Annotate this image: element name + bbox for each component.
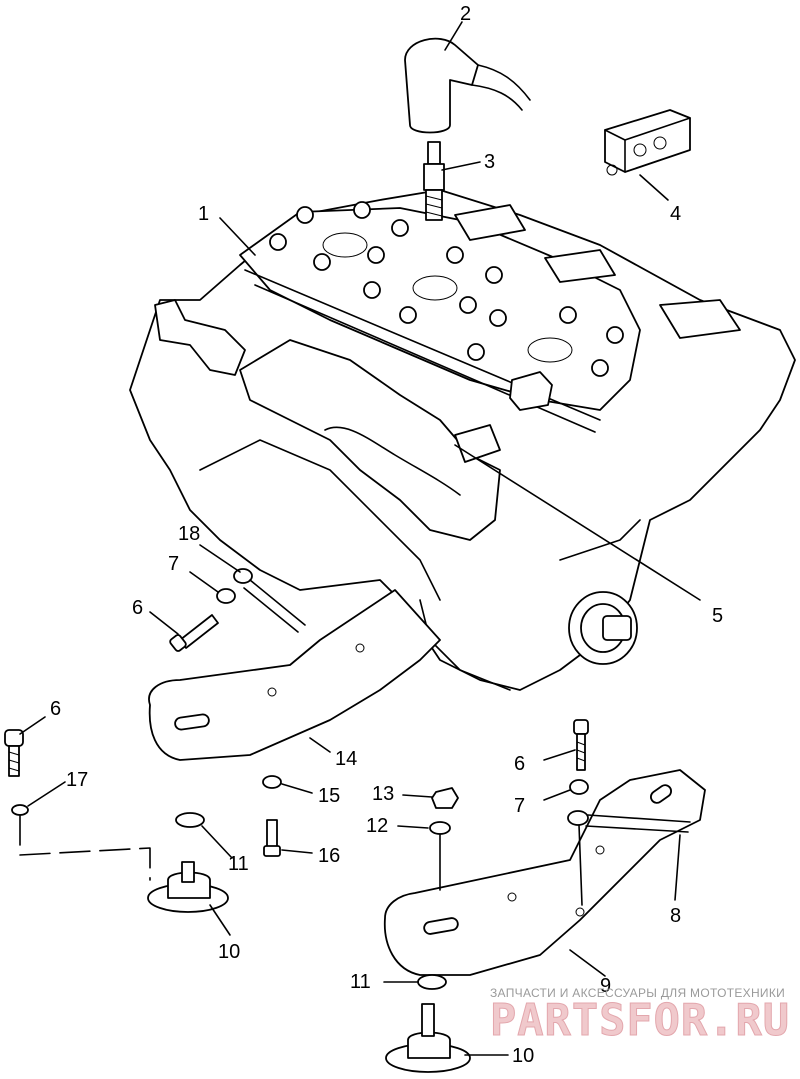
callout-7-right: 7 xyxy=(514,795,525,817)
washer-7-upper xyxy=(216,588,236,604)
washer-12 xyxy=(429,821,451,835)
bolt-16 xyxy=(263,819,281,857)
bolt-6-upper xyxy=(169,614,219,652)
callout-6-right: 6 xyxy=(514,753,525,775)
callout-2: 2 xyxy=(460,3,471,25)
washer-17 xyxy=(11,804,29,816)
watermark-caption: ЗАПЧАСТИ И АКСЕССУАРЫ ДЛЯ МОТОТЕХНИКИ xyxy=(490,986,785,1000)
rubber-mount-10-left xyxy=(147,861,229,913)
callout-4: 4 xyxy=(670,203,681,225)
callout-11-left: 11 xyxy=(228,853,249,875)
callout-16: 16 xyxy=(318,845,340,867)
engine-block xyxy=(129,189,796,691)
callout-1: 1 xyxy=(198,203,209,225)
callout-15: 15 xyxy=(318,785,340,807)
callout-14: 14 xyxy=(335,748,357,770)
callout-11-right: 11 xyxy=(350,971,371,993)
spark-plug-cap xyxy=(404,37,531,134)
callout-6-upper: 6 xyxy=(132,597,143,619)
left-mount-plate xyxy=(148,589,441,761)
bolt-6-right xyxy=(573,719,589,771)
washer-11-left xyxy=(175,812,205,828)
watermark-brand: PARTSFOR.RU xyxy=(490,995,790,1046)
callout-8: 8 xyxy=(670,905,681,927)
spark-plug xyxy=(423,141,445,221)
ground-strap-8 xyxy=(567,810,691,906)
callout-7-upper: 7 xyxy=(168,553,179,575)
washer-7-right xyxy=(569,779,589,795)
leader-lines xyxy=(19,21,701,1056)
washer-15 xyxy=(262,775,282,789)
callout-18: 18 xyxy=(178,523,200,545)
callout-labels: 1 2 3 4 5 6 6 6 7 7 8 9 10 10 11 11 12 1… xyxy=(50,3,723,1067)
ground-strap-18 xyxy=(233,568,306,633)
watermark: ЗАПЧАСТИ И АКСЕССУАРЫ ДЛЯ МОТОТЕХНИКИ PA… xyxy=(490,986,790,1047)
rubber-mount-10-right xyxy=(385,1003,471,1073)
callout-13: 13 xyxy=(372,783,394,805)
callout-10-left: 10 xyxy=(218,941,240,963)
right-mount-plate xyxy=(383,769,706,976)
bolt-6-left xyxy=(4,729,24,777)
clamp-block xyxy=(604,109,691,176)
callout-3: 3 xyxy=(484,151,495,173)
head-bolts xyxy=(269,201,624,377)
callout-12: 12 xyxy=(366,815,388,837)
callout-6-left: 6 xyxy=(50,698,61,720)
washer-11-right xyxy=(417,974,447,990)
callout-17: 17 xyxy=(66,769,88,791)
callout-5: 5 xyxy=(712,605,723,627)
callout-9: 9 xyxy=(600,975,611,997)
callout-10-right: 10 xyxy=(512,1045,534,1067)
nut-13 xyxy=(431,787,459,809)
